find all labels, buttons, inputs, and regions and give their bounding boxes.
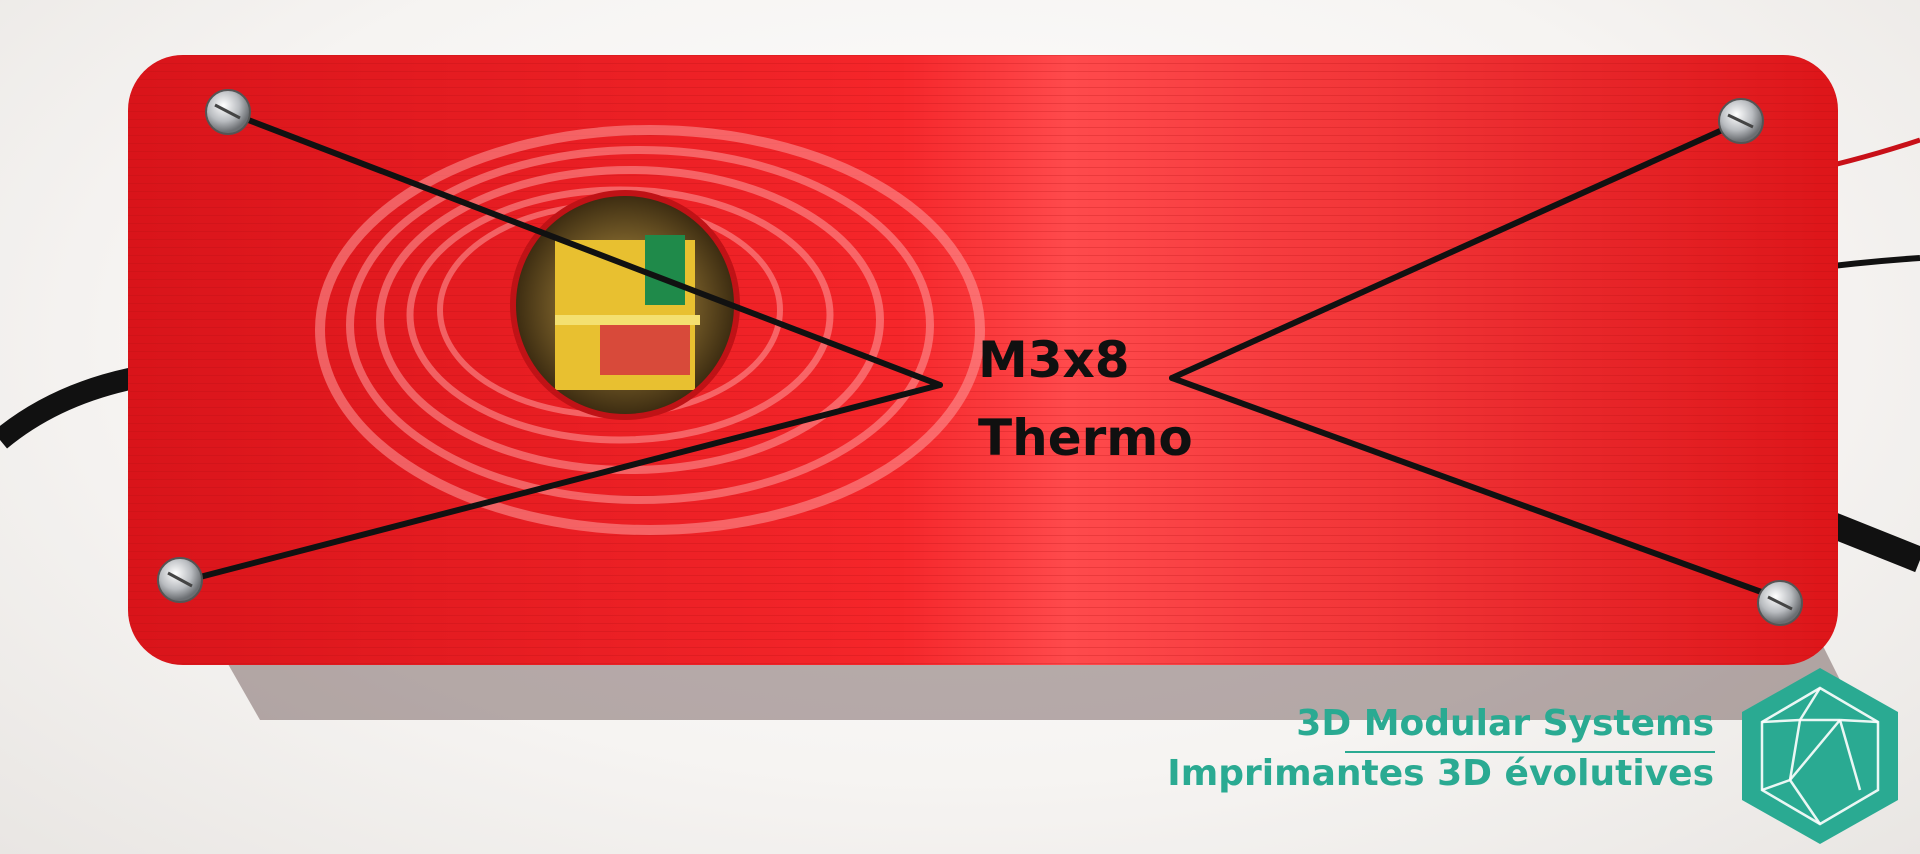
- screw-type-label: Thermo: [978, 409, 1193, 467]
- icosahedron-icon: [1742, 668, 1898, 844]
- screw-top-right: [1718, 98, 1764, 144]
- internal-component: [555, 235, 700, 390]
- screw-spec-label: M3x8: [978, 331, 1130, 389]
- spiral-engraving: [315, 125, 985, 535]
- annotation-lines: [193, 110, 1781, 601]
- brand-tagline: Imprimantes 3D évolutives: [1167, 753, 1714, 794]
- cable-left: [0, 364, 152, 449]
- screw-bottom-left: [157, 557, 203, 603]
- screw-bottom-right: [1757, 580, 1803, 626]
- screw-top-left: [205, 89, 251, 135]
- brand-divider: [1345, 751, 1715, 753]
- brand-name: 3D Modular Systems: [1296, 703, 1714, 744]
